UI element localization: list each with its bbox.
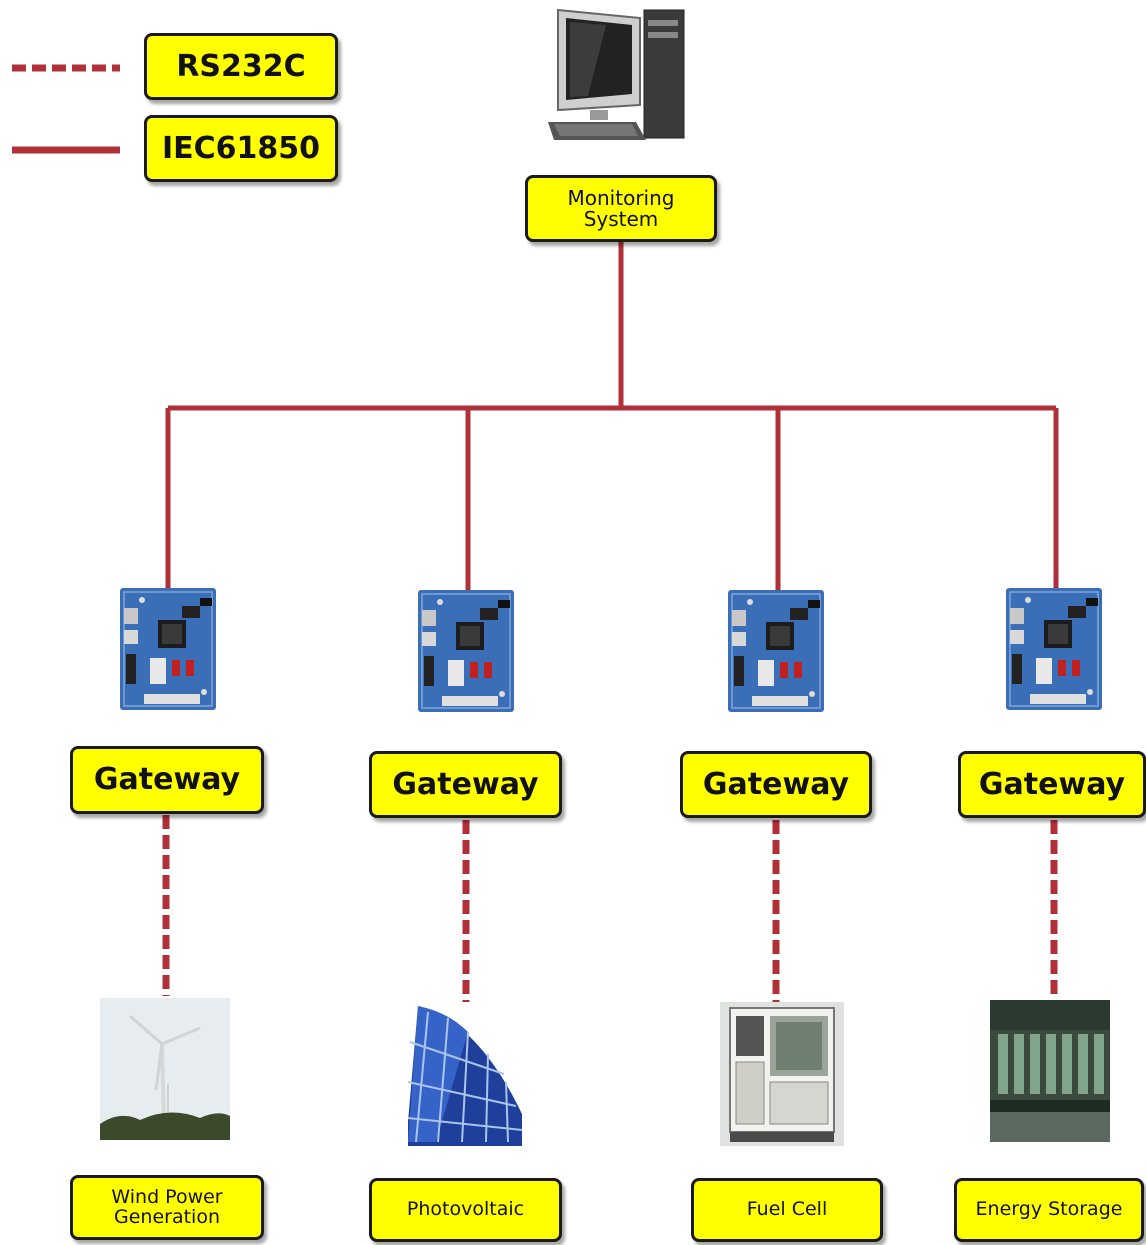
rs232c-links — [162, 815, 1058, 1002]
fuel-cell-label: Fuel Cell — [691, 1178, 883, 1242]
circuit-board-icon — [727, 589, 825, 713]
gateway-label-2: Gateway — [369, 751, 562, 818]
battery-storage-icon — [990, 1000, 1110, 1142]
gateway-label-3: Gateway — [680, 751, 872, 818]
gateway-label-4: Gateway — [958, 751, 1146, 818]
monitoring-system-label: Monitoring System — [525, 175, 717, 242]
fuel-cell-icon — [720, 1002, 844, 1146]
circuit-board-icon — [417, 589, 515, 713]
wind-turbine-icon — [100, 998, 230, 1140]
photovoltaic-label: Photovoltaic — [369, 1178, 562, 1242]
iec61850-links — [165, 241, 1059, 598]
legend-iec61850-label: IEC61850 — [144, 115, 338, 182]
circuit-board-icon — [119, 587, 217, 711]
solar-panel-icon — [407, 1002, 524, 1146]
legend-rs232c-label: RS232C — [144, 33, 338, 100]
wind-power-label: Wind Power Generation — [70, 1175, 264, 1240]
gateway-label-1: Gateway — [70, 746, 264, 814]
circuit-board-icon — [1005, 587, 1103, 711]
desktop-computer-icon — [548, 8, 685, 140]
energy-storage-label: Energy Storage — [954, 1178, 1144, 1242]
